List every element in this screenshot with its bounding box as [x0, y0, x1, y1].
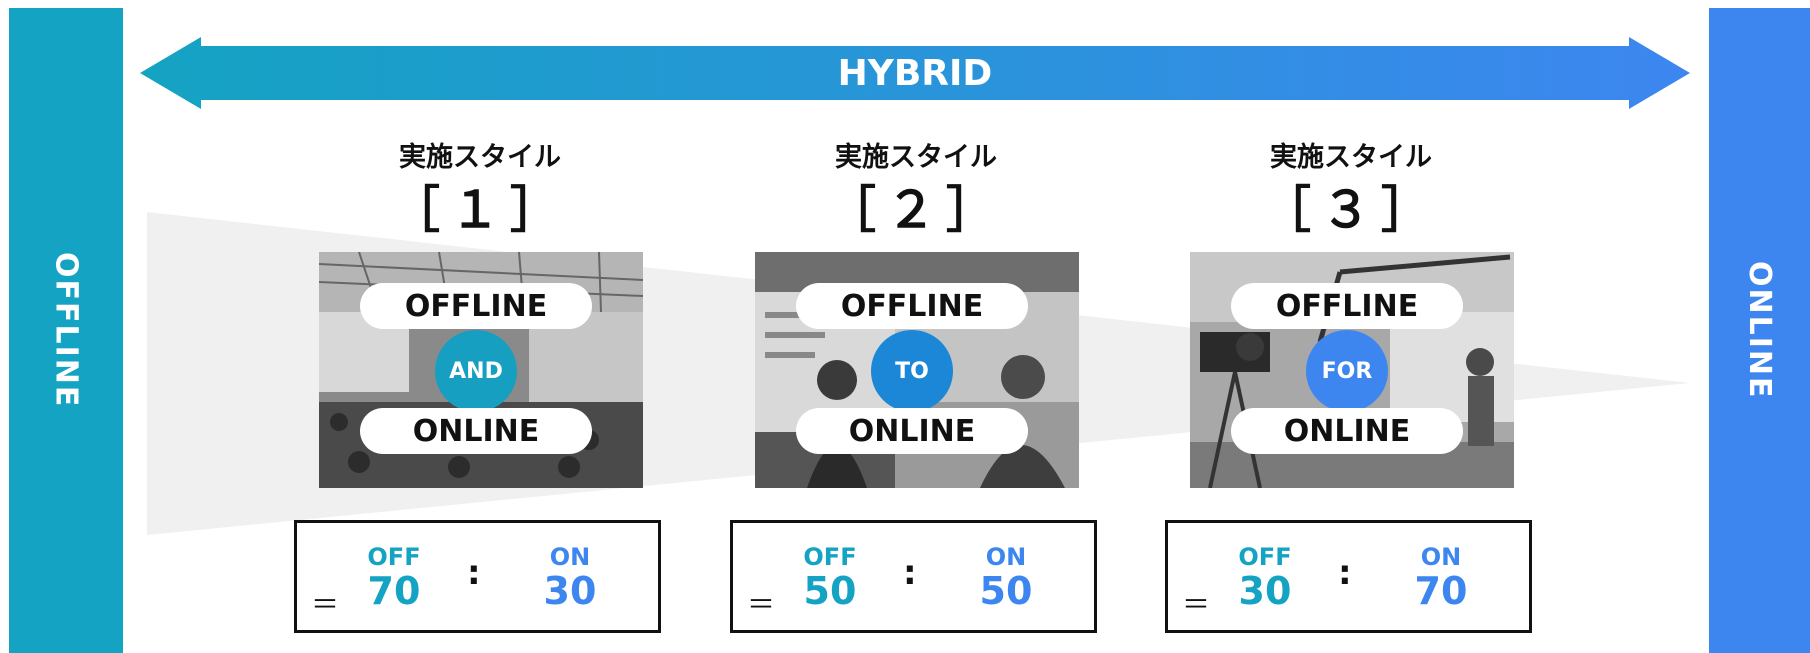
ratio-box: ＝ OFF 70 : ON 30 [294, 520, 661, 633]
ratio-colon: : [467, 553, 481, 593]
ratio-box: ＝ OFF 30 : ON 70 [1165, 520, 1532, 633]
online-side-label: ONLINE [1742, 261, 1777, 400]
on-value: 30 [543, 569, 597, 613]
style-number: ［２］ [826, 181, 1006, 239]
online-pill: ONLINE [360, 408, 592, 454]
offline-pill: OFFLINE [796, 283, 1028, 329]
online-pill: ONLINE [796, 408, 1028, 454]
style-column-2: 実施スタイル ［２］ OFFLINE TO ONLINE ＝ OFF 50 : … [726, 130, 1106, 653]
on-value: 50 [979, 569, 1033, 613]
connector-and-badge: AND [435, 330, 517, 412]
off-value: 70 [367, 569, 421, 613]
style-number: ［３］ [1261, 181, 1441, 239]
online-pill: ONLINE [1231, 408, 1463, 454]
online-side-bar: ONLINE [1709, 8, 1810, 653]
hybrid-double-arrow [140, 37, 1690, 109]
connector-to-badge: TO [871, 330, 953, 412]
ratio-colon: : [903, 553, 917, 593]
connector-for-badge: FOR [1306, 330, 1388, 412]
style-heading: 実施スタイル [835, 142, 997, 173]
off-label: OFF [803, 543, 857, 571]
ratio-equals-sign: ＝ [1182, 588, 1211, 621]
ratio-equals-sign: ＝ [311, 588, 340, 621]
offline-pill: OFFLINE [1231, 283, 1463, 329]
offline-side-label: OFFLINE [48, 252, 84, 409]
ratio-box: ＝ OFF 50 : ON 50 [730, 520, 1097, 633]
off-label: OFF [367, 543, 421, 571]
off-label: OFF [1238, 543, 1292, 571]
off-value: 30 [1238, 569, 1292, 613]
on-value: 70 [1414, 569, 1468, 613]
ratio-equals-sign: ＝ [747, 588, 776, 621]
exhibition-hall-photo [319, 252, 643, 488]
style-column-1: 実施スタイル ［１］ OFFLINE AND ONLINE ＝ OFF 70 : [290, 130, 670, 653]
style-heading: 実施スタイル [399, 142, 561, 173]
style-number: ［１］ [390, 181, 570, 239]
offline-pill: OFFLINE [360, 283, 592, 329]
ratio-colon: : [1338, 553, 1352, 593]
on-label: ON [985, 543, 1027, 571]
on-label: ON [549, 543, 591, 571]
off-value: 50 [803, 569, 857, 613]
hybrid-label: HYBRID [838, 53, 993, 94]
style-column-3: 実施スタイル ［３］ OFFLINE FOR ONLINE ＝ OFF 30 :… [1161, 130, 1541, 653]
style-heading: 実施スタイル [1270, 142, 1432, 173]
offline-side-bar: OFFLINE [9, 8, 123, 653]
on-label: ON [1420, 543, 1462, 571]
